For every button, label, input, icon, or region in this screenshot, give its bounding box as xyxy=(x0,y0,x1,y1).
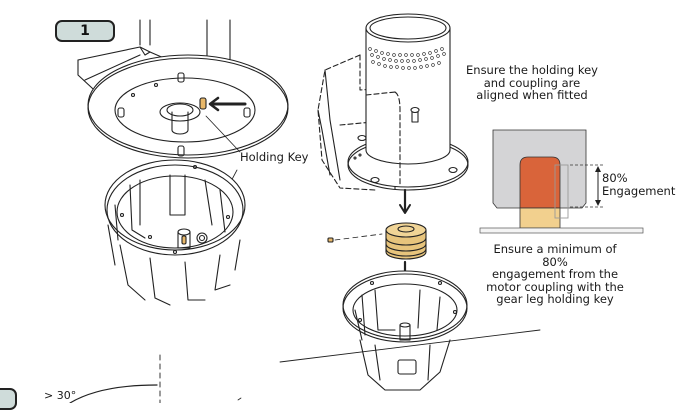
engagement-percent: 80% xyxy=(602,171,628,185)
engagement-note-line: motor coupling with the xyxy=(486,279,624,294)
gear-leg-housing-right xyxy=(279,270,541,391)
holding-key-part xyxy=(199,97,207,110)
engagement-note-line: engagement from the xyxy=(491,267,619,281)
alignment-note-line: Ensure the holding key xyxy=(466,63,598,77)
holding-key-label: Holding Key xyxy=(240,150,309,164)
alignment-note-line: and coupling are xyxy=(483,75,581,90)
motor-coupling xyxy=(327,222,427,325)
engagement-note-line: Ensure a minimum of 80% xyxy=(493,242,617,269)
engagement-note: Ensure a minimum of 80% engagement from … xyxy=(480,243,630,306)
alignment-note-line: aligned when fitted xyxy=(476,88,588,102)
gear-leg-lower-housing xyxy=(104,159,246,306)
gear-leg-upper-assembly xyxy=(77,19,289,231)
engagement-label: 80% Engagement xyxy=(602,172,675,198)
engagement-note-line: gear leg holding key xyxy=(496,292,614,306)
motor-assembly xyxy=(317,13,469,214)
alignment-note: Ensure the holding key and coupling are … xyxy=(452,64,612,102)
step-number: 1 xyxy=(80,23,90,39)
engagement-detail-diagram xyxy=(479,129,644,234)
engagement-word: Engagement xyxy=(602,184,676,198)
angle-label: > 30° xyxy=(44,389,77,402)
step-number-badge: 1 xyxy=(55,20,115,42)
angle-indicator xyxy=(69,354,242,403)
